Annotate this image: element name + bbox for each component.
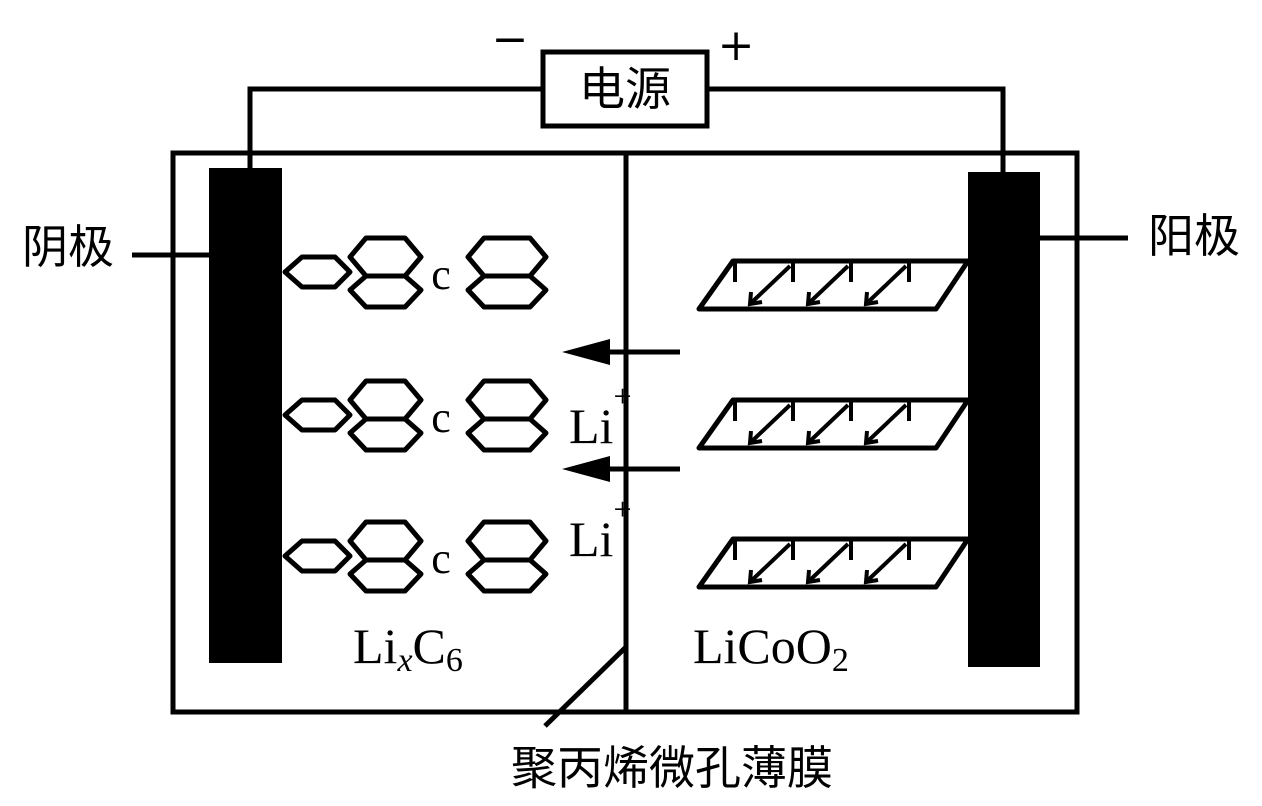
- anode-electrode: [968, 172, 1040, 667]
- carbon-atom-2: c: [431, 393, 451, 442]
- anode-label: 阳极: [1148, 209, 1240, 263]
- lithium-ion-charge: +: [613, 491, 631, 527]
- licoo2-layer-3: [696, 536, 971, 590]
- formula-subscript: x: [396, 642, 412, 679]
- licoo2-layer-2: [696, 397, 971, 451]
- formula-subscript: 6: [446, 642, 463, 679]
- ion-arrow-2: [562, 456, 680, 482]
- cathode-electrode: [209, 168, 282, 663]
- positive-terminal-sign: +: [718, 20, 755, 71]
- left-material-formula: LixC6: [353, 618, 463, 679]
- power-source-label: 电源: [579, 62, 671, 116]
- cathode-label: 阴极: [22, 220, 114, 274]
- formula-part: Li: [353, 618, 397, 674]
- licoo2-layer-1: [696, 258, 971, 312]
- formula-part: C: [413, 618, 446, 674]
- graphite-layer-1: c: [282, 235, 549, 310]
- lithium-ion-symbol: Li: [569, 398, 613, 454]
- graphite-layer-2: c: [282, 378, 549, 453]
- lithium-ion-symbol: Li: [569, 511, 613, 567]
- wire-to-anode: [707, 86, 1006, 176]
- lithium-ion-label-1: Li+: [569, 378, 631, 454]
- right-material-formula: LiCoO2: [693, 618, 849, 679]
- membrane-pointer: [543, 645, 628, 728]
- lithium-ion-label-2: Li+: [569, 491, 631, 567]
- ion-arrow-1: [562, 339, 680, 365]
- graphite-layer-3: c: [282, 519, 549, 594]
- wire-to-cathode: [247, 86, 543, 170]
- carbon-atom-1: c: [431, 250, 451, 299]
- membrane-label: 聚丙烯微孔薄膜: [511, 741, 833, 795]
- formula-subscript: 2: [832, 642, 849, 679]
- formula-part: LiCoO: [693, 618, 832, 674]
- carbon-atom-3: c: [431, 534, 451, 583]
- lithium-ion-charge: +: [613, 378, 631, 414]
- negative-terminal-sign: −: [492, 14, 529, 65]
